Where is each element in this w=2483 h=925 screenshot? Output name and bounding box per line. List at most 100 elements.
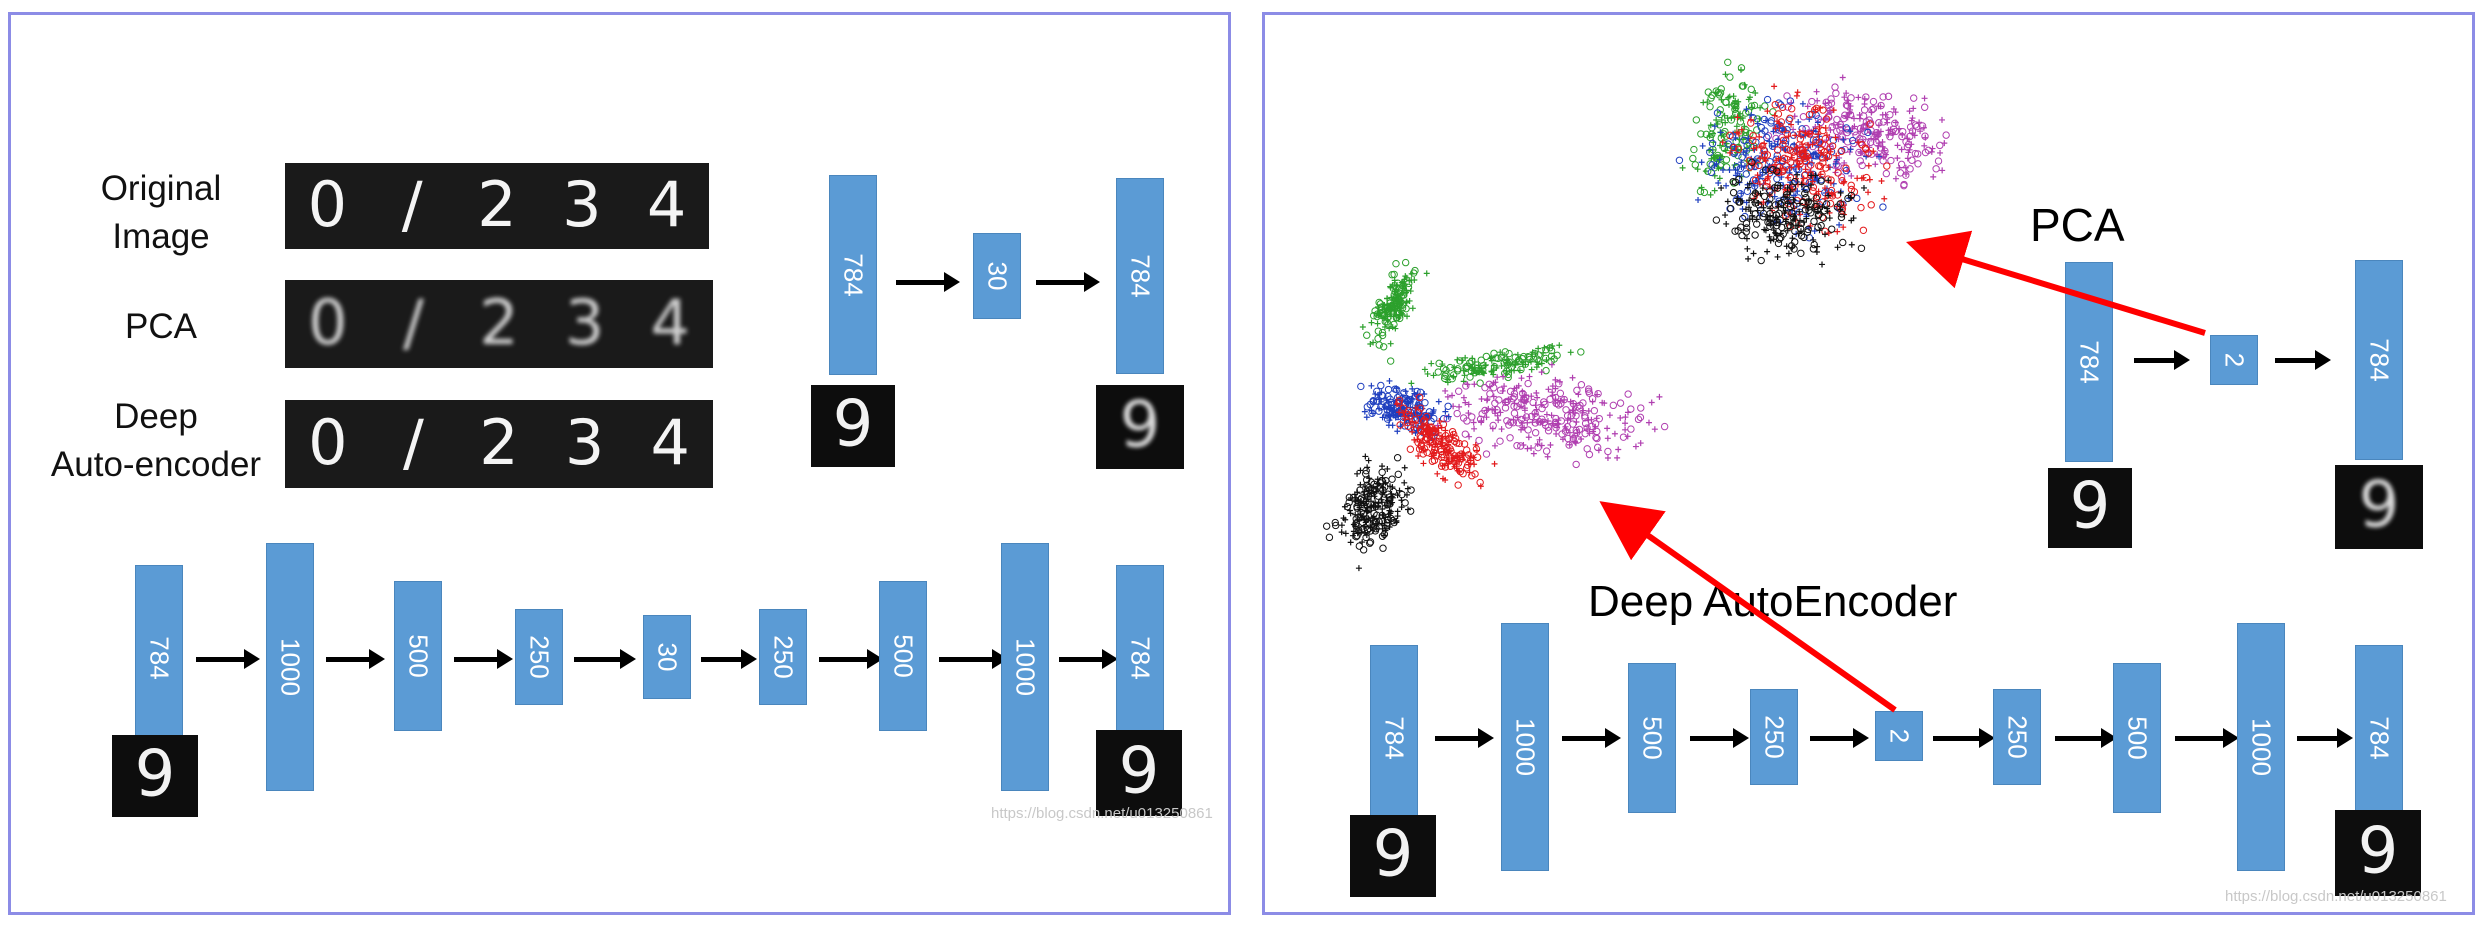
scatter-point (1857, 203, 1865, 212)
scatter-point (1636, 413, 1645, 422)
scatter-point (1716, 156, 1723, 163)
scatter-point (1371, 518, 1380, 527)
scatter-point (1740, 136, 1748, 144)
arrow (1036, 272, 1100, 292)
scatter-point (1435, 359, 1443, 368)
scatter-point (1383, 516, 1391, 524)
scatter-point (1797, 211, 1804, 218)
scatter-point (1726, 131, 1734, 140)
scatter-point (1773, 167, 1781, 175)
scatter-point (1365, 457, 1372, 464)
scatter-point (1656, 393, 1663, 400)
scatter-point (1885, 131, 1892, 138)
scatter-point (1817, 105, 1824, 112)
scatter-point (1816, 138, 1824, 147)
scatter-point (1864, 128, 1872, 137)
scatter-point (1459, 414, 1468, 422)
scatter-point (1448, 374, 1456, 383)
scatter-point (1937, 149, 1944, 156)
scatter-point (1775, 163, 1783, 171)
scatter-point (1421, 366, 1428, 373)
scatter-point (1527, 412, 1536, 421)
scatter-point (1776, 216, 1784, 224)
scatter-point (1734, 114, 1741, 121)
scatter-point (1842, 166, 1851, 175)
scatter-point (1691, 161, 1700, 169)
scatter-point (1802, 142, 1810, 150)
scatter-point (1533, 406, 1540, 413)
scatter-point (1844, 126, 1852, 134)
scatter-point (1821, 185, 1828, 192)
scatter-point (1753, 144, 1760, 151)
scatter-point (1879, 93, 1887, 101)
scatter-point (1838, 176, 1846, 185)
scatter-point (1744, 184, 1751, 191)
scatter-point (1759, 185, 1766, 192)
scatter-point (1438, 450, 1447, 459)
scatter-point (1843, 90, 1850, 97)
scatter-point (1584, 385, 1593, 393)
digit-thumbnail: 9 (1350, 815, 1436, 897)
scatter-point (1490, 384, 1498, 392)
scatter-point (1455, 439, 1463, 448)
scatter-point (1436, 418, 1443, 425)
scatter-point (1717, 129, 1724, 136)
scatter-point (1713, 109, 1722, 117)
scatter-point (1737, 110, 1744, 117)
scatter-point (1751, 199, 1760, 207)
scatter-point (1637, 404, 1645, 412)
scatter-point (1529, 419, 1536, 426)
scatter-point (1847, 146, 1854, 153)
scatter-point (1736, 164, 1745, 173)
scatter-point (1827, 148, 1834, 155)
scatter-point (1771, 83, 1778, 90)
scatter-point (1374, 397, 1382, 405)
scatter-point (1711, 123, 1718, 130)
scatter-point (1847, 128, 1854, 135)
scatter-point (1794, 89, 1801, 96)
scatter-point (1713, 160, 1720, 167)
scatter-point (1774, 118, 1781, 125)
scatter-point (1795, 119, 1802, 126)
scatter-point (1476, 478, 1484, 487)
scatter-point (1624, 433, 1631, 440)
scatter-point (1860, 106, 1869, 114)
scatter-point (1401, 479, 1408, 486)
scatter-point (1449, 371, 1458, 379)
scatter-point (1592, 423, 1599, 430)
scatter-point (1434, 470, 1441, 477)
scatter-point (1745, 255, 1752, 262)
scatter-point (1762, 177, 1769, 184)
scatter-point (1375, 502, 1382, 509)
scatter-point (1795, 157, 1803, 166)
scatter-point (1355, 565, 1362, 572)
scatter-point (1570, 407, 1577, 414)
scatter-point (1370, 509, 1378, 518)
scatter-point (1362, 498, 1370, 506)
scatter-point (1760, 115, 1769, 124)
scatter-point (1746, 197, 1753, 204)
scatter-point (1524, 419, 1531, 426)
scatter-point (1379, 414, 1386, 421)
scatter-point (1503, 367, 1510, 374)
scatter-point (1556, 342, 1563, 349)
scatter-point (1606, 412, 1613, 419)
scatter-point (1563, 423, 1572, 431)
scatter-point (1538, 360, 1545, 367)
deep-net-layer: 250 (1750, 689, 1798, 785)
scatter-point (1708, 155, 1715, 162)
scatter-point (1391, 277, 1398, 284)
scatter-point (1742, 219, 1751, 228)
scatter-point (1774, 239, 1783, 248)
scatter-point (1352, 497, 1359, 504)
pca-row-label: PCA (125, 307, 197, 346)
scatter-point (1609, 401, 1618, 410)
scatter-point (1514, 351, 1521, 358)
scatter-point (1483, 414, 1490, 421)
scatter-point (1482, 352, 1491, 361)
scatter-point (1744, 245, 1751, 252)
scatter-point (1439, 415, 1448, 423)
scatter-point (1801, 205, 1810, 214)
arrow (1810, 728, 1869, 748)
scatter-point (1747, 208, 1754, 215)
